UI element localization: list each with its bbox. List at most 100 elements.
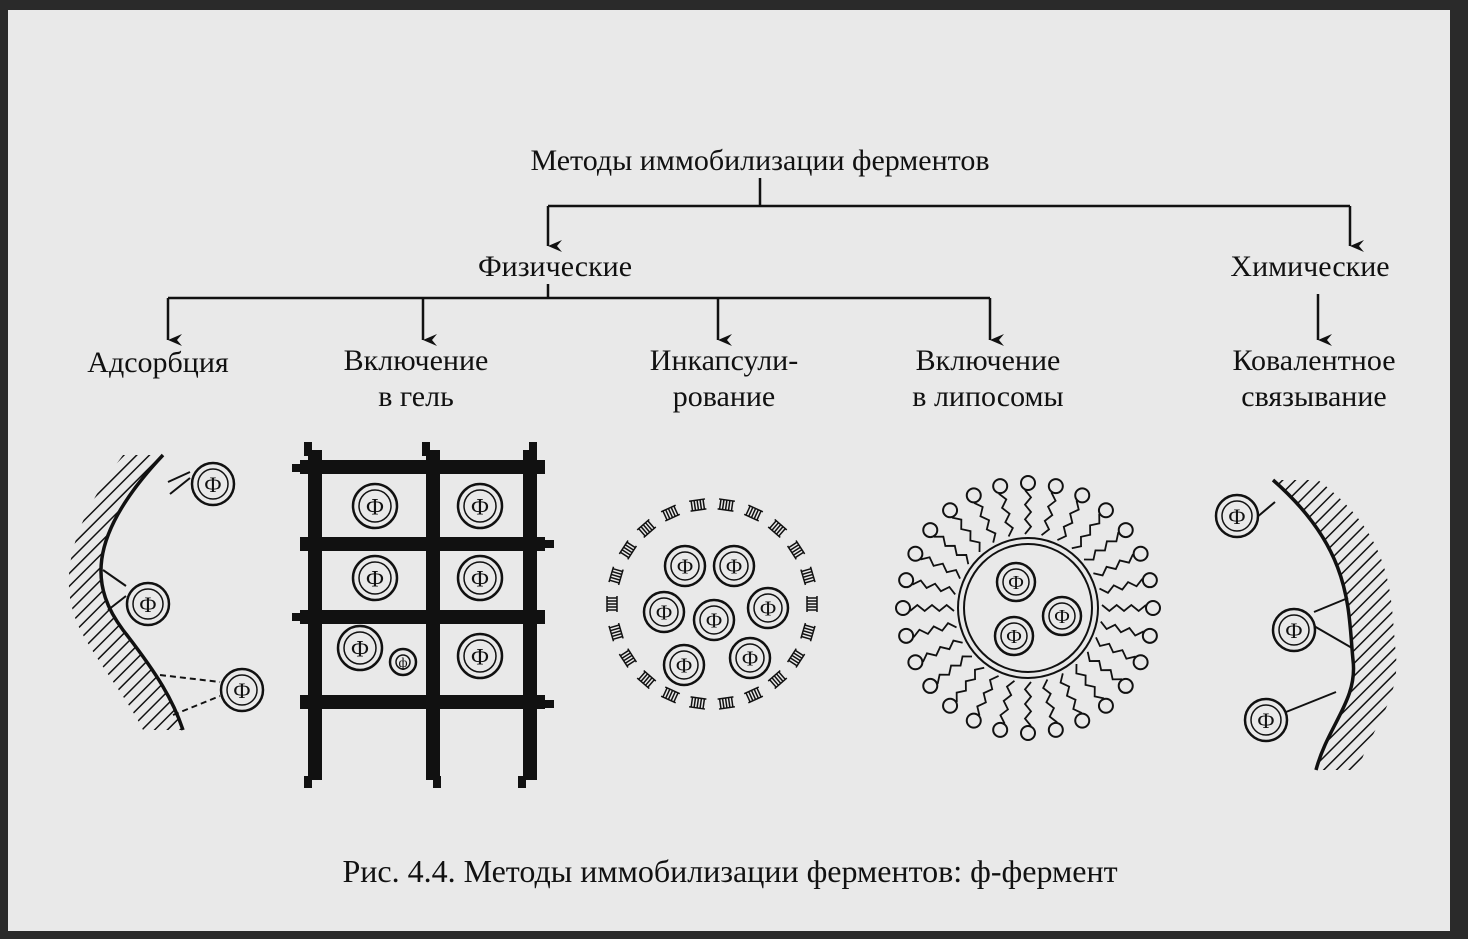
lipid-molecule: [895, 600, 955, 616]
enzyme-adsorption-2: Ф: [125, 581, 171, 627]
lipid-molecule: [1042, 679, 1064, 738]
enzyme-gel-4: Ф: [456, 554, 504, 602]
lipid-molecule: [907, 545, 961, 579]
node-encapsulation-label-line1: Инкапсули-: [650, 344, 798, 377]
enzyme-gel-2: Ф: [456, 482, 504, 530]
branch-physical-label: Физические: [478, 250, 632, 283]
enzyme-encaps-2: Ф: [712, 544, 756, 588]
enzyme-symbol: Ф: [706, 609, 723, 633]
enzyme-symbol: Ф: [351, 636, 369, 661]
enzyme-encaps-1: Ф: [663, 544, 707, 588]
lipid-molecule: [1040, 478, 1064, 536]
membrane-fragment: [608, 566, 624, 586]
enzyme-symbol: Ф: [204, 472, 221, 497]
lipid-molecule: [907, 639, 963, 671]
enzyme-symbol: Ф: [1285, 618, 1302, 643]
gel-illustration: [292, 442, 554, 788]
enzyme-covalent-3: Ф: [1243, 697, 1289, 743]
membrane-fragment: [767, 518, 788, 539]
membrane-fragment: [800, 622, 816, 642]
lipid-molecule: [922, 655, 973, 694]
membrane-fragment: [689, 498, 707, 512]
enzyme-symbol: Ф: [1228, 504, 1245, 529]
adsorption-illustration: [68, 453, 221, 731]
lipid-molecule: [1101, 600, 1161, 616]
lipid-molecule: [1100, 620, 1158, 644]
enzyme-encaps-6: Ф: [662, 643, 706, 687]
enzyme-gel-small: ф: [388, 647, 418, 677]
membrane-fragment: [786, 540, 806, 560]
enzyme-lipo-1: Ф: [995, 561, 1037, 603]
lipid-molecule: [1059, 673, 1091, 729]
figure-diagram: Методы иммобилизации ферментов Физически…: [68, 144, 1397, 889]
node-covalent-label-line2: связывание: [1241, 380, 1386, 413]
node-gel-label-line2: в гель: [378, 380, 454, 413]
membrane-fragment: [608, 622, 624, 642]
lipid-molecule: [1057, 487, 1091, 541]
membrane-fragment: [800, 566, 816, 586]
lipid-molecule: [942, 666, 985, 714]
lipid-molecule: [922, 522, 970, 565]
enzyme-symbol: Ф: [139, 592, 156, 617]
lipid-molecule: [1075, 663, 1114, 714]
lipid-molecule: [1086, 651, 1134, 694]
membrane-fragment: [806, 596, 818, 612]
lipid-molecule: [992, 680, 1016, 738]
lipid-molecule: [1099, 572, 1158, 594]
lipid-molecule: [965, 487, 997, 543]
membrane-fragment: [743, 504, 764, 522]
root-label: Методы иммобилизации ферментов: [530, 144, 989, 177]
enzyme-symbol: Ф: [471, 644, 489, 669]
membrane-fragment: [636, 518, 657, 539]
enzyme-symbol: Ф: [233, 678, 250, 703]
enzyme-symbol: Ф: [656, 601, 673, 625]
enzyme-symbol: Ф: [1257, 708, 1274, 733]
enzyme-symbol: Ф: [366, 566, 384, 591]
enzyme-adsorption-3: Ф: [219, 667, 265, 713]
membrane-fragment: [618, 540, 638, 560]
enzyme-symbol: Ф: [1008, 572, 1024, 594]
enzyme-symbol: Ф: [366, 494, 384, 519]
enzyme-encaps-4: Ф: [692, 598, 736, 642]
lipid-molecule: [1083, 522, 1134, 561]
page: Методы иммобилизации ферментов Физически…: [8, 10, 1450, 931]
node-covalent-label-line1: Ковалентное: [1232, 344, 1395, 377]
node-encapsulation-label-line2: рование: [673, 380, 776, 413]
lipid-molecule: [898, 622, 957, 644]
node-liposomes-label-line1: Включение: [916, 344, 1061, 377]
encapsulation-illustration: [606, 498, 818, 710]
membrane-fragment: [786, 648, 806, 668]
enzyme-gel-5: Ф: [336, 624, 384, 672]
lipid-molecule: [1020, 681, 1036, 741]
enzyme-symbol: Ф: [760, 597, 777, 621]
branch-chemical-label: Химические: [1230, 250, 1389, 283]
enzyme-symbol: Ф: [1054, 606, 1070, 628]
enzyme-symbol: Ф: [677, 555, 694, 579]
enzyme-encaps-7: Ф: [728, 636, 772, 680]
tree-connectors: [166, 178, 1364, 346]
lipid-molecule: [1020, 475, 1036, 535]
lipid-molecule: [898, 572, 956, 596]
membrane-fragment: [767, 669, 788, 690]
lipid-molecule: [1093, 545, 1149, 577]
enzyme-gel-6: Ф: [456, 632, 504, 680]
node-gel-label-line1: Включение: [344, 344, 489, 377]
lipid-molecule: [965, 675, 999, 729]
liposome-illustration: [895, 475, 1161, 741]
enzyme-gel-3: Ф: [351, 554, 399, 602]
membrane-fragment: [636, 669, 657, 690]
lipid-molecule: [1095, 637, 1149, 671]
enzyme-symbol: ф: [398, 656, 407, 671]
enzyme-encaps-5: Ф: [746, 586, 790, 630]
enzyme-symbol: Ф: [471, 494, 489, 519]
node-liposomes-label-line2: в липосомы: [912, 380, 1063, 413]
enzyme-encaps-3: Ф: [642, 590, 686, 634]
membrane-fragment: [618, 648, 638, 668]
enzyme-covalent-1: Ф: [1214, 493, 1260, 539]
membrane-fragment: [660, 504, 681, 522]
lipid-molecule: [1071, 502, 1114, 550]
membrane-fragment: [660, 686, 681, 704]
membrane-fragment: [717, 696, 735, 710]
enzyme-lipo-2: Ф: [1041, 595, 1083, 637]
